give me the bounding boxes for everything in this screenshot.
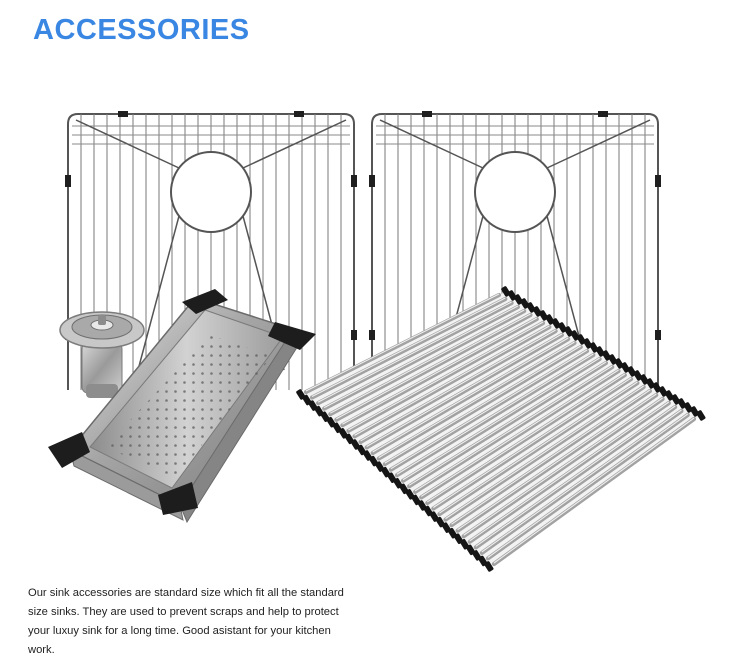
product-description: Our sink accessories are standard size w… bbox=[28, 587, 344, 656]
colander-icon bbox=[48, 289, 316, 524]
roll-up-drying-rack-icon bbox=[296, 286, 706, 572]
basket-strainer-icon bbox=[59, 311, 145, 398]
page-title: ACCESSORIES bbox=[33, 14, 250, 46]
